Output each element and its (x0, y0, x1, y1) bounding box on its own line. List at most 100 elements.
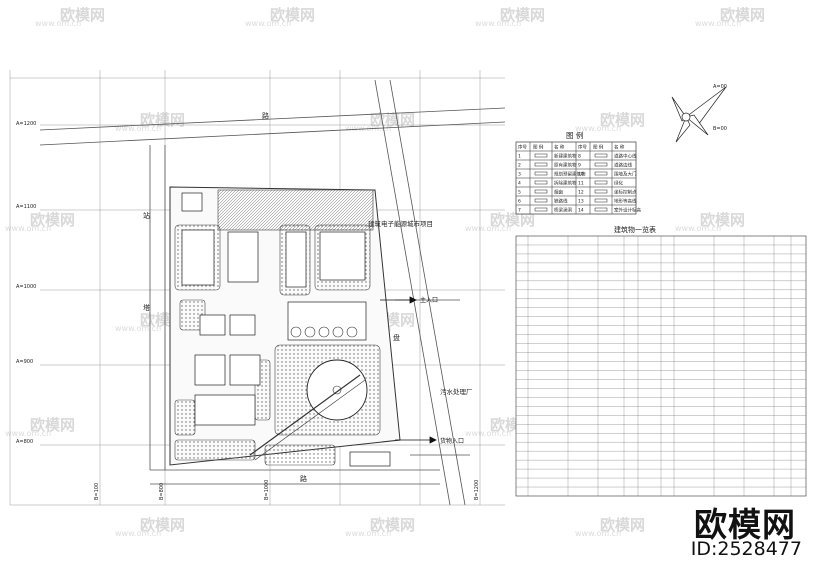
legend-text: 11 (578, 181, 584, 187)
grid-label-bottom: B=1200 (474, 480, 480, 500)
legend-text: 1 (518, 154, 521, 160)
brand-id: ID:2528477 (690, 538, 802, 560)
watermark-url: www.om.cn (115, 529, 161, 538)
watermark-url: www.om.cn (695, 19, 741, 28)
legend-text: 12 (578, 190, 584, 196)
legend-symbol (594, 171, 608, 176)
road-left-label-1: 站 (143, 211, 150, 220)
conveyor (249, 374, 361, 456)
watermark-text: 欧模网 (30, 416, 75, 434)
legend-symbol (594, 162, 608, 167)
watermark-url: www.om.cn (245, 19, 291, 28)
watermark-text: 欧模网 (370, 516, 415, 534)
legend-text: 序号 (518, 144, 527, 151)
watermark-text: 欧模网 (720, 6, 765, 24)
watermark-url: www.om.cn (345, 529, 391, 538)
watermark-url: www.om.cn (465, 429, 511, 438)
legend-cell (611, 204, 637, 215)
legend-symbol (534, 162, 548, 167)
compass-label-n: A=00 (713, 84, 727, 90)
legend-text: 原有建筑物 (554, 162, 577, 169)
watermark-url: www.om.cn (115, 124, 161, 133)
road-bottom-label: 路 (300, 474, 307, 483)
buildings (181, 192, 391, 467)
legend-text: 图 例 (593, 144, 604, 151)
legend-text: 4 (518, 181, 521, 187)
building-table (515, 235, 807, 497)
grid-label-left: A=900 (16, 359, 33, 365)
grid-label-left: A=1200 (16, 121, 36, 127)
watermark-url: www.om.cn (5, 429, 51, 438)
road-right-label: 盘 (393, 333, 400, 342)
watermark-text: 欧模网 (140, 516, 185, 534)
watermark-url: www.om.cn (475, 19, 521, 28)
watermark-text: 欧模网 (30, 211, 75, 229)
watermark-text: 欧模网 (490, 211, 535, 229)
legend-symbol (594, 189, 608, 194)
circular-tank (306, 359, 368, 421)
roads (39, 79, 506, 506)
legend-text: 道路中心线 (614, 153, 637, 160)
legend-text: 铁路线 (554, 198, 568, 205)
legend-symbol (534, 207, 548, 212)
tank-center (332, 385, 342, 395)
road-top-label: 路 (262, 111, 269, 120)
legend-text: 9 (578, 163, 581, 169)
watermark-url: www.om.cn (465, 224, 511, 233)
watermark-url: www.om.cn (115, 324, 161, 333)
legend-symbol (534, 171, 548, 176)
legend-symbol (594, 180, 608, 185)
neighbor-east-label: 污水处理厂 (440, 387, 473, 396)
watermark-text: 欧模网 (270, 6, 315, 24)
legend-text: 围墙及大门 (614, 171, 637, 178)
legend-title: 图 例 (566, 130, 583, 140)
legend-text: 8 (578, 154, 581, 160)
legend-text: 图 例 (533, 144, 544, 151)
planned-zone (217, 189, 374, 231)
legend-symbol (594, 153, 608, 158)
brand-logo-text: 欧模网 (694, 505, 796, 544)
legend-text: 规划预留建筑物 (554, 171, 586, 178)
legend-text: 名 称 (554, 144, 565, 151)
legend-text: 新建建筑物 (554, 153, 577, 160)
legend-text: 3 (518, 172, 521, 178)
legend-text: 室外设计标高 (614, 207, 641, 214)
legend-text: 13 (578, 199, 584, 205)
watermark-text: 欧模网 (60, 6, 105, 24)
watermark-text: 欧模网 (700, 211, 745, 229)
watermark-text: 欧模网 (500, 6, 545, 24)
watermark-url: www.om.cn (5, 224, 51, 233)
building-table-title: 建筑物一览表 (614, 225, 656, 234)
legend-symbol (594, 207, 608, 212)
legend-text: 7 (518, 208, 521, 214)
watermark-url: www.om.cn (675, 224, 721, 233)
legend-text: 地形等高线 (614, 198, 637, 205)
compass-label-b: B=00 (713, 126, 727, 132)
legend-text: 坐标控制点 (614, 189, 637, 196)
grid-label-bottom: B=1000 (264, 480, 270, 500)
conveyor-edge (254, 379, 366, 461)
road-left-label-2: 塔 (143, 303, 150, 312)
grid-label-left: A=1000 (16, 284, 36, 290)
cargo-entrance-label: 货物入口 (440, 437, 464, 445)
legend-symbol (534, 198, 548, 203)
legend-text: 5 (518, 190, 521, 196)
legend-symbol (534, 189, 548, 194)
legend-symbol (534, 153, 548, 158)
legend-text: 道路边线 (614, 162, 632, 169)
legend-symbol (594, 198, 608, 203)
legend-text: 绿化 (614, 180, 623, 187)
legend-text: 名 称 (614, 144, 625, 151)
grid-label-left: A=800 (16, 439, 33, 445)
neighbor-north-label: 建筑电子能源城市项目 (368, 219, 433, 228)
grid-label-bottom: B=800 (159, 483, 165, 500)
legend-text: 拆除建筑物 (554, 180, 577, 187)
watermark-url: www.om.cn (575, 529, 621, 538)
grid-label-left: A=1100 (16, 204, 36, 210)
north-compass (671, 86, 727, 143)
legend-symbol (534, 180, 548, 185)
